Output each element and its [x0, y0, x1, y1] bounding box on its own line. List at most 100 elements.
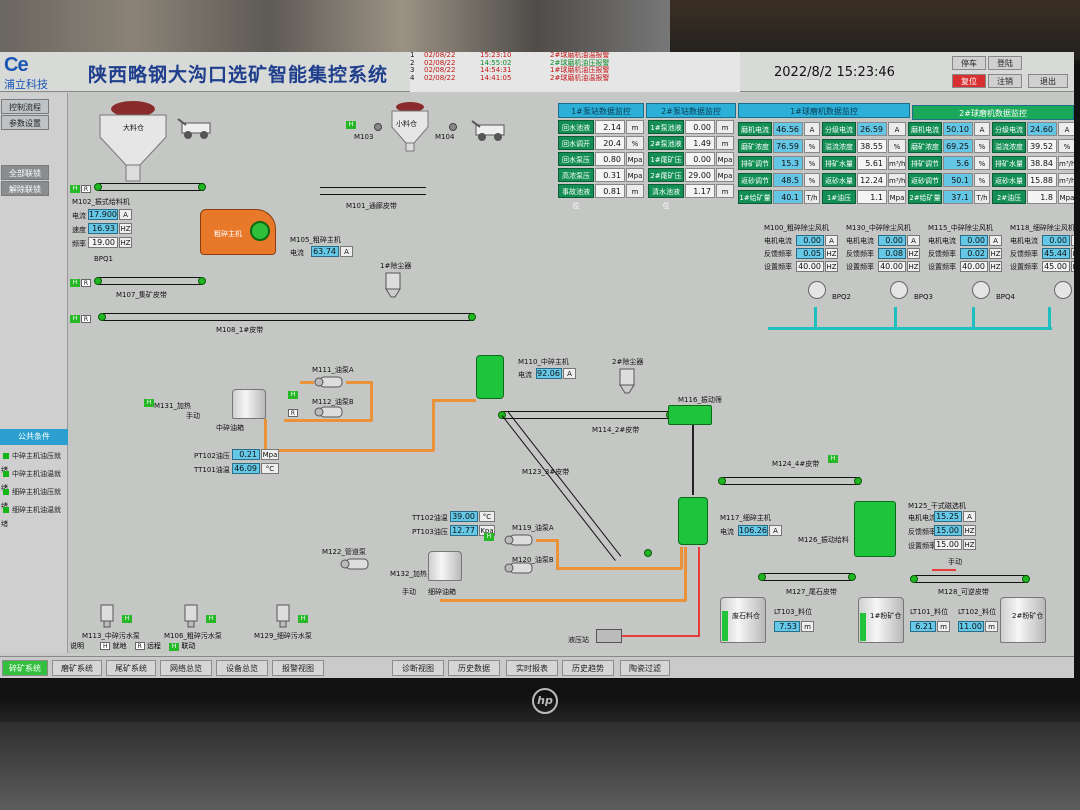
m114-belt-2[interactable] — [502, 411, 672, 419]
fan-set-value[interactable]: 45.00 — [1042, 261, 1070, 272]
bottom-nav-tab[interactable]: 尾矿系统 — [106, 660, 156, 676]
bottom-nav-tab[interactable]: 历史趋势 — [562, 660, 614, 676]
bottom-nav-tab[interactable]: 陶瓷过滤 — [620, 660, 670, 676]
stop-button[interactable]: 停车 — [952, 56, 986, 70]
bin2-tank[interactable] — [1000, 597, 1046, 643]
bottom-nav-tab[interactable]: 实时报表 — [506, 660, 558, 676]
logout-button[interactable]: 退出 — [1028, 74, 1068, 88]
fan-motor-value: 0.00 — [796, 235, 824, 246]
m128-reversible-belt[interactable] — [914, 575, 1028, 583]
alarm-date: 02/08/22 — [424, 52, 456, 59]
remote-mode-indicator: R — [81, 185, 91, 193]
m102-current-value: 17.900 — [88, 209, 118, 220]
m127-tail-belt[interactable] — [762, 573, 852, 581]
sewage-pump-icon[interactable] — [98, 603, 116, 629]
dust-collector-icon[interactable] — [384, 271, 402, 299]
oil-pump-b-icon[interactable] — [314, 405, 344, 419]
dust-collector-icon[interactable] — [618, 367, 636, 395]
m125-set-value[interactable]: 15.00 — [934, 539, 962, 550]
m124-belt-4[interactable] — [722, 477, 860, 485]
register-button[interactable]: 注销 — [988, 74, 1022, 88]
param-setting-button[interactable]: 参数设置 — [1, 115, 49, 130]
bottom-nav-tab[interactable]: 设备总览 — [216, 660, 268, 676]
big-bin-icon[interactable] — [96, 97, 170, 185]
oil-pipe — [264, 419, 267, 451]
login-button[interactable]: 登陆 — [988, 56, 1022, 70]
m107-collect-belt[interactable] — [98, 277, 202, 285]
fan-set-value[interactable]: 40.00 — [878, 261, 906, 272]
oil-pipe — [346, 381, 372, 384]
m102-feeder-belt[interactable] — [98, 183, 204, 191]
pump2_panel-row-value: 0.00 — [685, 152, 715, 166]
fan-set-value[interactable]: 40.00 — [960, 261, 988, 272]
dry-magnetic-separator[interactable] — [854, 501, 896, 557]
process-diagram: 大料仓 小料仓 H M103 M104 H R M102 — [68, 93, 1074, 653]
release-interlock-button[interactable]: 解除联锁 — [1, 181, 49, 196]
coarse-crusher-machine[interactable] — [200, 209, 276, 255]
ball2_panel-cell-l1: 磨矿浓度 — [908, 139, 942, 153]
hydraulic-pipe — [698, 547, 700, 637]
loader-truck-icon — [177, 118, 211, 139]
fine-oil-tank[interactable] — [428, 551, 462, 581]
bottom-nav-tab[interactable]: 历史数据 — [448, 660, 500, 676]
ball1_panel-cell-v1: 15.3 — [773, 156, 803, 170]
oil-pump-a-icon[interactable] — [504, 533, 534, 547]
bottom-nav-tab[interactable]: 诊断视图 — [392, 660, 444, 676]
fan-fb-value: 45.44 — [1042, 248, 1070, 259]
sewage-pump-icon[interactable] — [182, 603, 200, 629]
pipeline-pump-icon[interactable] — [340, 557, 370, 571]
pump2_panel-row-label: 1#尾矿压力 — [648, 152, 684, 178]
mid-crusher-machine[interactable] — [476, 355, 504, 399]
m102-speed-label: 速度 — [72, 226, 86, 234]
m103-motor-icon[interactable] — [374, 123, 382, 131]
vibrating-screen-machine[interactable] — [668, 405, 712, 425]
m102-freq-setting[interactable]: 19.00 — [88, 237, 118, 248]
public-conditions-title: 公共条件 — [0, 429, 68, 445]
ball1_panel-cell-v2: 5.61 — [857, 156, 887, 170]
bottom-nav-tab[interactable]: 报警视图 — [272, 660, 324, 676]
fan-icon[interactable] — [808, 281, 826, 299]
small-bin-icon[interactable] — [388, 101, 432, 153]
small-bin-label: 小料仓 — [396, 120, 417, 128]
fine-crusher-machine[interactable] — [678, 497, 708, 545]
fan-icon[interactable] — [972, 281, 990, 299]
unit-label: HZ — [907, 248, 920, 259]
m104-motor-icon[interactable] — [449, 123, 457, 131]
ball1_panel-cell-v1: 48.5 — [773, 173, 803, 187]
fan-set-value[interactable]: 40.00 — [796, 261, 824, 272]
hand-mode-indicator: H — [144, 399, 154, 407]
status-indicator-icon — [3, 489, 9, 495]
belt-roller-icon — [644, 549, 652, 557]
oil-pump-b-icon[interactable] — [504, 561, 534, 575]
sewage-pump-icon[interactable] — [274, 603, 292, 629]
unit-label: HZ — [907, 261, 920, 272]
fan-icon[interactable] — [1054, 281, 1072, 299]
oil-pipe — [432, 401, 435, 451]
legend-key: H — [100, 642, 111, 650]
m125-set-label: 设置频率 — [908, 542, 936, 550]
bottom-nav-tab[interactable]: 磨矿系统 — [52, 660, 102, 676]
m110-current-label: 电流 — [518, 371, 532, 379]
ball1_panel-cell-u2: m³/h — [888, 173, 906, 187]
belt-roller-icon — [854, 477, 862, 485]
m125-label: M125_干式磁选机 — [908, 502, 966, 510]
control-flow-button[interactable]: 控制流程 — [1, 99, 49, 114]
alarm-time: 14:54:31 — [480, 66, 512, 74]
reset-button[interactable]: 复位 — [952, 74, 986, 88]
m108-belt-1[interactable] — [102, 313, 474, 321]
bottom-nav-tab[interactable]: 网络总览 — [160, 660, 212, 676]
m101-corridor-belt[interactable] — [320, 187, 426, 195]
mid-oil-tank[interactable] — [232, 389, 266, 419]
belt-roller-icon — [848, 573, 856, 581]
hydraulic-station-unit[interactable] — [596, 629, 622, 643]
alarm-time: 14:55:02 — [480, 58, 512, 67]
fan-icon[interactable] — [890, 281, 908, 299]
all-interlock-button[interactable]: 全部联锁 — [1, 165, 49, 180]
oil-pump-a-icon[interactable] — [314, 375, 344, 389]
bottom-nav-tab[interactable]: 碎矿系统 — [2, 660, 48, 676]
